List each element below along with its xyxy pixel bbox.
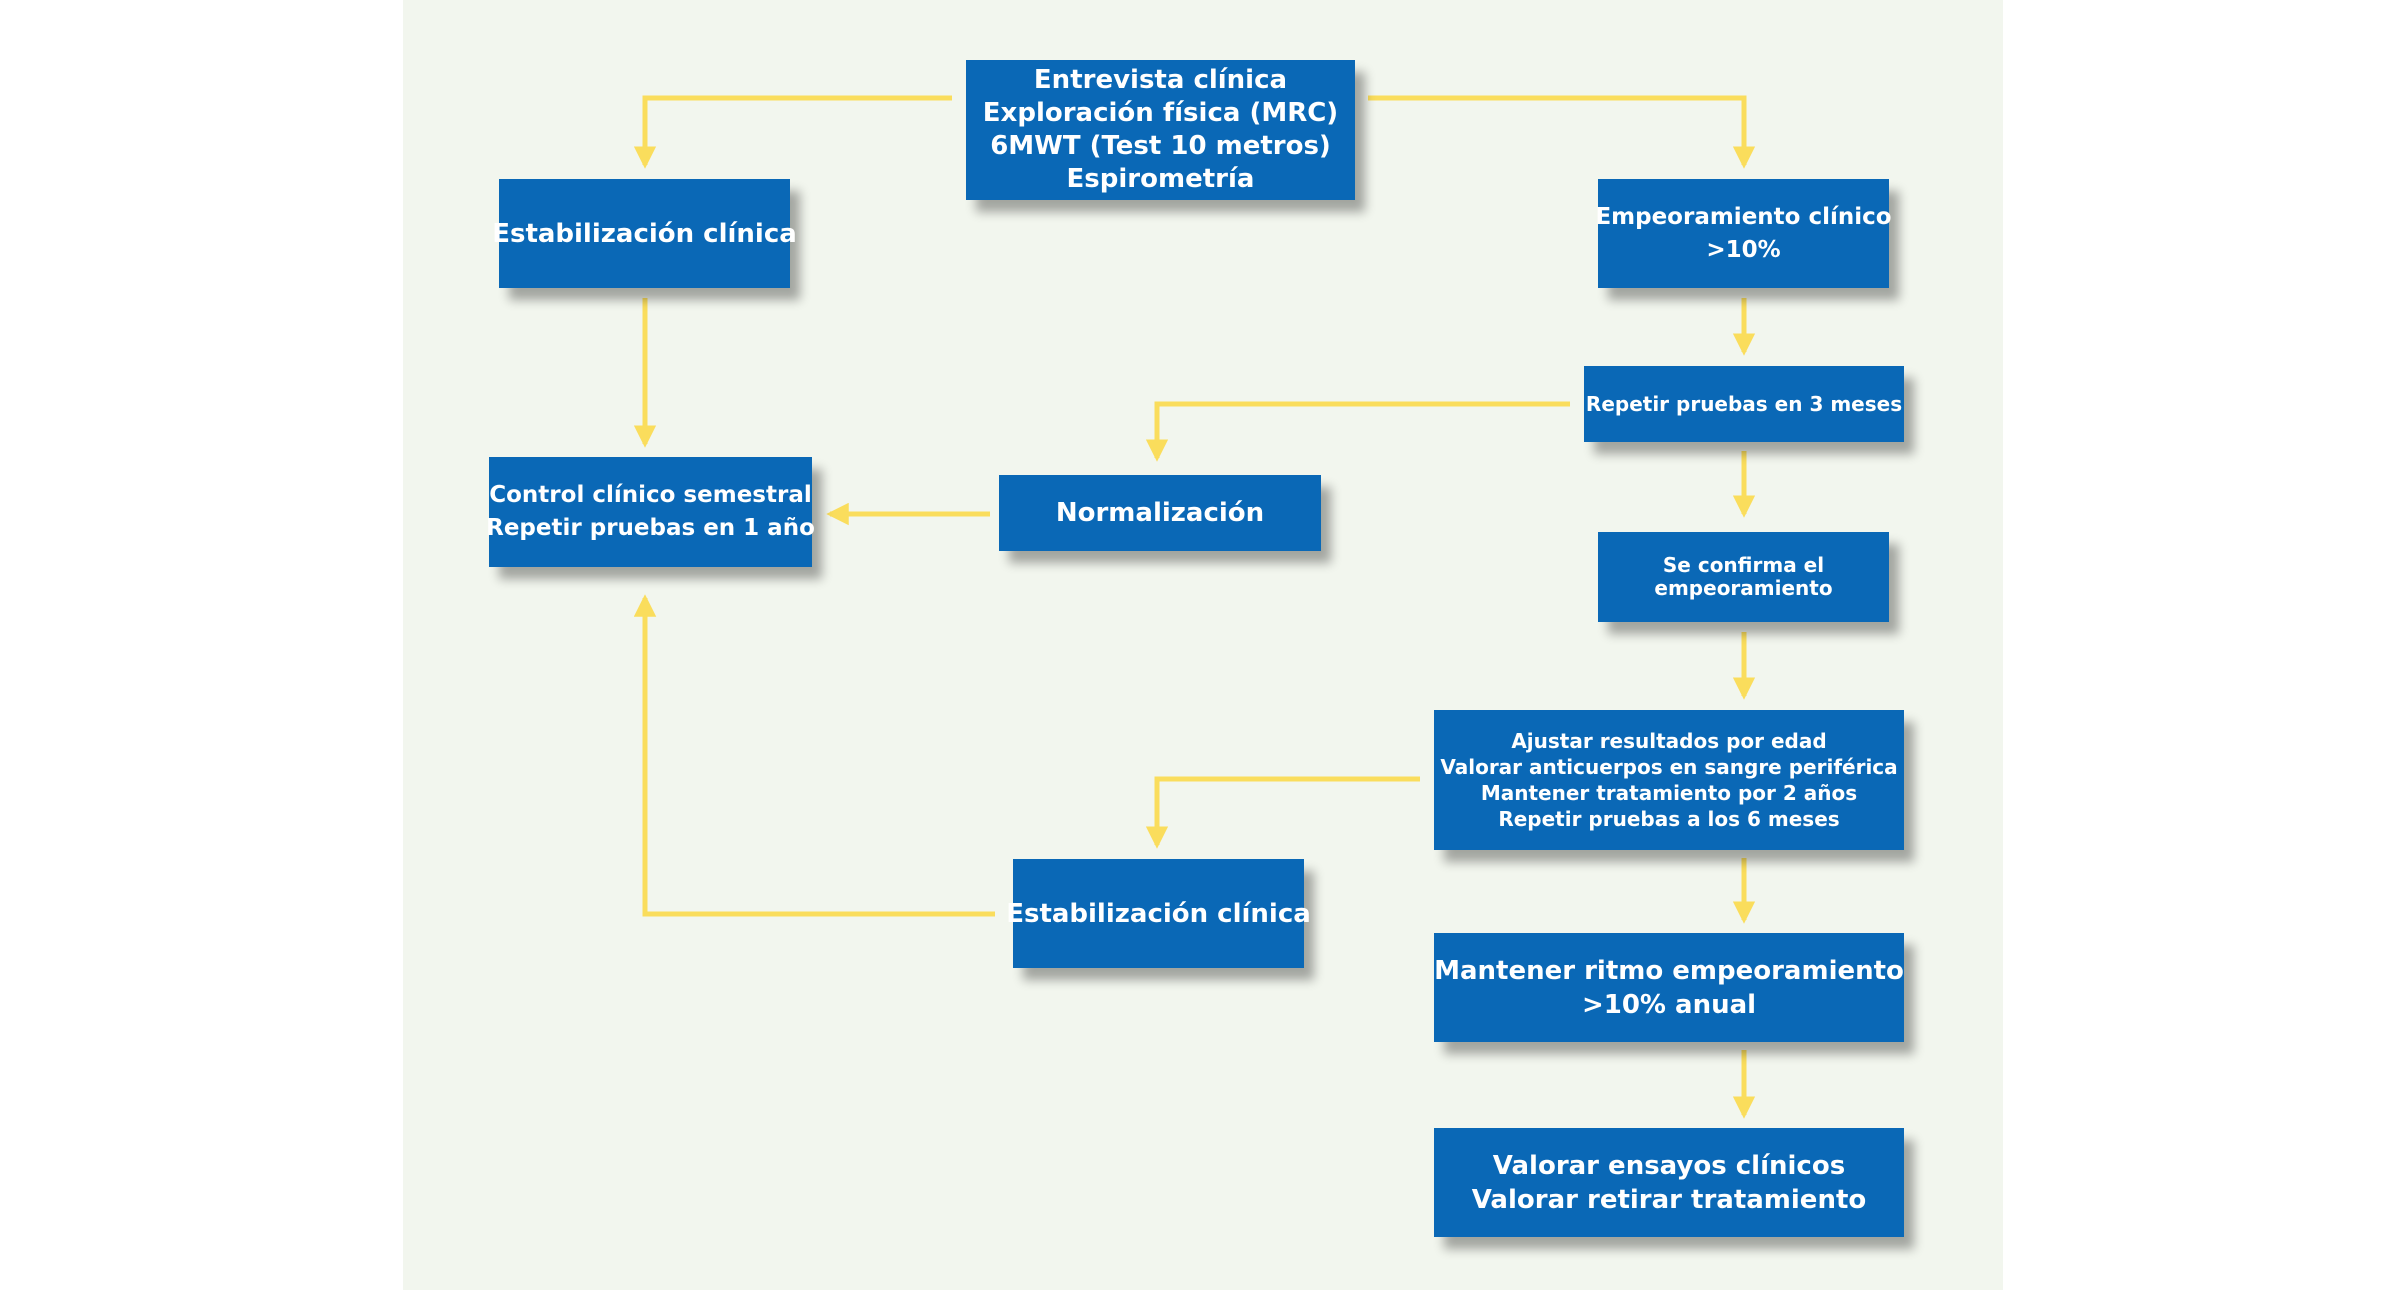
box-text-line: Repetir pruebas en 3 meses [1585,392,1903,416]
box-stabilization-bottom: Estabilización clínica [1006,859,1311,968]
box-text-line: >10% anual [1581,989,1757,1020]
box-text-line: Ajustar resultados por edad [1511,729,1827,753]
box-clinical-trials: Valorar ensayos clínicos Valorar retirar… [1434,1128,1904,1237]
arrow-initial-to-stabilization-top [633,95,952,169]
arrow-adjust-to-stabilization-bottom [1145,776,1420,849]
box-stabilization-top: Estabilización clínica [492,179,797,288]
box-text-line: empeoramiento [1654,576,1833,600]
box-text-line: Valorar ensayos clínicos [1492,1150,1846,1181]
arrow-repeat-to-normalization [1145,401,1570,462]
arrow-stabilization-bottom-to-control [633,594,995,917]
box-text-line: Empeoramiento clínico [1595,203,1892,230]
box-text-line: 6MWT (Test 10 metros) [990,131,1331,161]
box-adjust-results: Ajustar resultados por edad Valorar anti… [1434,710,1904,850]
box-initial-evaluation: Entrevista clínica Exploración física (M… [966,60,1355,200]
arrow-initial-to-worsening [1368,95,1756,169]
box-semester-control: Control clínico semestral Repetir prueba… [486,457,815,567]
box-worsening: Empeoramiento clínico >10% [1595,179,1892,288]
box-text-line: >10% [1706,236,1781,263]
box-text-line: Se confirma el [1662,553,1825,577]
box-text-line: Exploración física (MRC) [982,98,1339,128]
box-normalization: Normalización [999,475,1321,551]
box-text-line: Estabilización clínica [1006,898,1311,929]
box-repeat-3-months: Repetir pruebas en 3 meses [1584,366,1904,442]
box-text-line: Mantener ritmo empeoramiento [1434,955,1904,986]
box-text-line: Estabilización clínica [492,218,797,249]
box-text-line: Repetir pruebas a los 6 meses [1498,807,1840,831]
box-sustained-worsening: Mantener ritmo empeoramiento >10% anual [1434,933,1904,1042]
box-text-line: Normalización [1055,498,1265,528]
box-text-line: Valorar anticuerpos en sangre periférica [1440,755,1898,779]
box-text-line: Entrevista clínica [1033,65,1288,95]
box-text-line: Control clínico semestral [489,482,812,508]
box-confirmed-worsening: Se confirma el empeoramiento [1598,532,1889,622]
box-text-line: Valorar retirar tratamiento [1471,1184,1867,1215]
box-text-line: Mantener tratamiento por 2 años [1480,781,1858,805]
box-text-line: Espirometría [1066,164,1255,194]
box-text-line: Repetir pruebas en 1 año [486,515,815,541]
